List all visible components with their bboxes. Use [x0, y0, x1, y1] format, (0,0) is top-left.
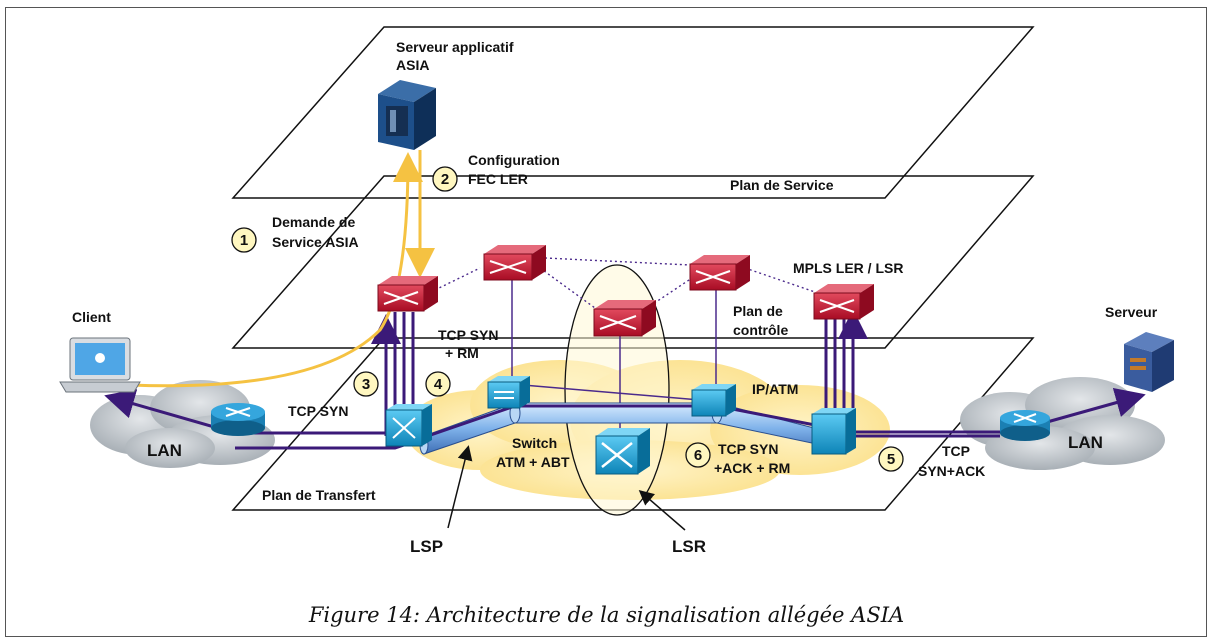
service-plane-label: Plan de Service — [730, 177, 834, 193]
svg-text:1: 1 — [240, 232, 248, 249]
request-label-line2: Service ASIA — [272, 234, 359, 250]
asia-server-icon — [378, 80, 436, 150]
atm-switch-ingress — [385, 404, 432, 447]
atm-switch-core — [595, 428, 650, 475]
tcp-syn-rm-line1: TCP SYN — [438, 327, 498, 343]
control-plane — [231, 175, 1035, 349]
service-plane — [231, 26, 1035, 199]
tcp-syn-label: TCP SYN — [288, 403, 348, 419]
svg-text:5: 5 — [887, 451, 895, 468]
server-label: Serveur — [1105, 304, 1158, 320]
step-1-badge: 1 — [231, 227, 257, 253]
transfer-plane — [231, 337, 1035, 511]
lsr-router-3 — [689, 255, 750, 291]
step-5-badge: 5 — [878, 446, 904, 472]
config-label-line1: Configuration — [468, 152, 560, 168]
figure-frame — [5, 7, 1207, 637]
step-4-badge: 4 — [425, 371, 451, 397]
svg-text:3: 3 — [362, 376, 370, 393]
request-label-line1: Demande de — [272, 214, 355, 230]
atm-switch-1 — [487, 376, 530, 409]
lsp-pointer-arrow — [447, 445, 473, 529]
asia-server-subtitle: ASIA — [396, 57, 429, 73]
client-laptop-icon — [59, 337, 141, 393]
control-plane-label-line2: contrôle — [733, 322, 788, 338]
tcp-syn-ack-line1: TCP — [942, 443, 970, 459]
control-links — [434, 257, 816, 309]
lan-right-cloud — [960, 377, 1165, 470]
lan-right-router — [1000, 410, 1050, 441]
step-6-badge: 6 — [685, 442, 711, 468]
ip-atm-label: IP/ATM — [752, 381, 798, 397]
lan-right-label: LAN — [1068, 433, 1103, 452]
svg-text:2: 2 — [441, 171, 449, 188]
tcp-syn-ack-line2: SYN+ACK — [918, 463, 985, 479]
svg-text:6: 6 — [694, 447, 702, 464]
lan-left-label: LAN — [147, 441, 182, 460]
server-icon — [1124, 332, 1174, 392]
step-2-badge: 2 — [432, 166, 458, 192]
ler-egress-router — [813, 284, 874, 320]
asia-server-title: Serveur applicatif — [396, 39, 514, 55]
asia-architecture-diagram: 1 2 3 4 5 6 Serveur applicatif ASIA Conf… — [59, 26, 1174, 556]
client-label: Client — [72, 309, 111, 325]
tcp-syn-ack-rm-line1: TCP SYN — [718, 441, 778, 457]
lsr-pointer-arrow — [638, 490, 686, 531]
lan-left-router — [211, 403, 265, 436]
switch-label-line2: ATM + ABT — [496, 454, 570, 470]
transfer-plane-label: Plan de Transfert — [262, 487, 376, 503]
config-label-line2: FEC LER — [468, 171, 528, 187]
tcp-syn-ack-rm-line2: +ACK + RM — [714, 460, 790, 476]
step-3-badge: 3 — [353, 371, 379, 397]
tcp-syn-rm-line2: + RM — [445, 345, 479, 361]
lsr-router-2 — [593, 300, 656, 337]
figure-caption: Figure 14: Architecture de la signalisat… — [308, 603, 905, 627]
svg-text:4: 4 — [434, 376, 443, 393]
lsr-router-1 — [483, 245, 546, 281]
ler-ingress-router — [377, 276, 438, 312]
lsp-label: LSP — [410, 537, 443, 556]
switch-label-line1: Switch — [512, 435, 557, 451]
lsr-label: LSR — [672, 537, 706, 556]
asia-signaling-path — [129, 150, 435, 388]
atm-switch-2 — [691, 384, 736, 417]
control-plane-label-line1: Plan de — [733, 303, 783, 319]
mpls-label: MPLS LER / LSR — [793, 260, 903, 276]
atm-switch-egress — [811, 408, 856, 455]
